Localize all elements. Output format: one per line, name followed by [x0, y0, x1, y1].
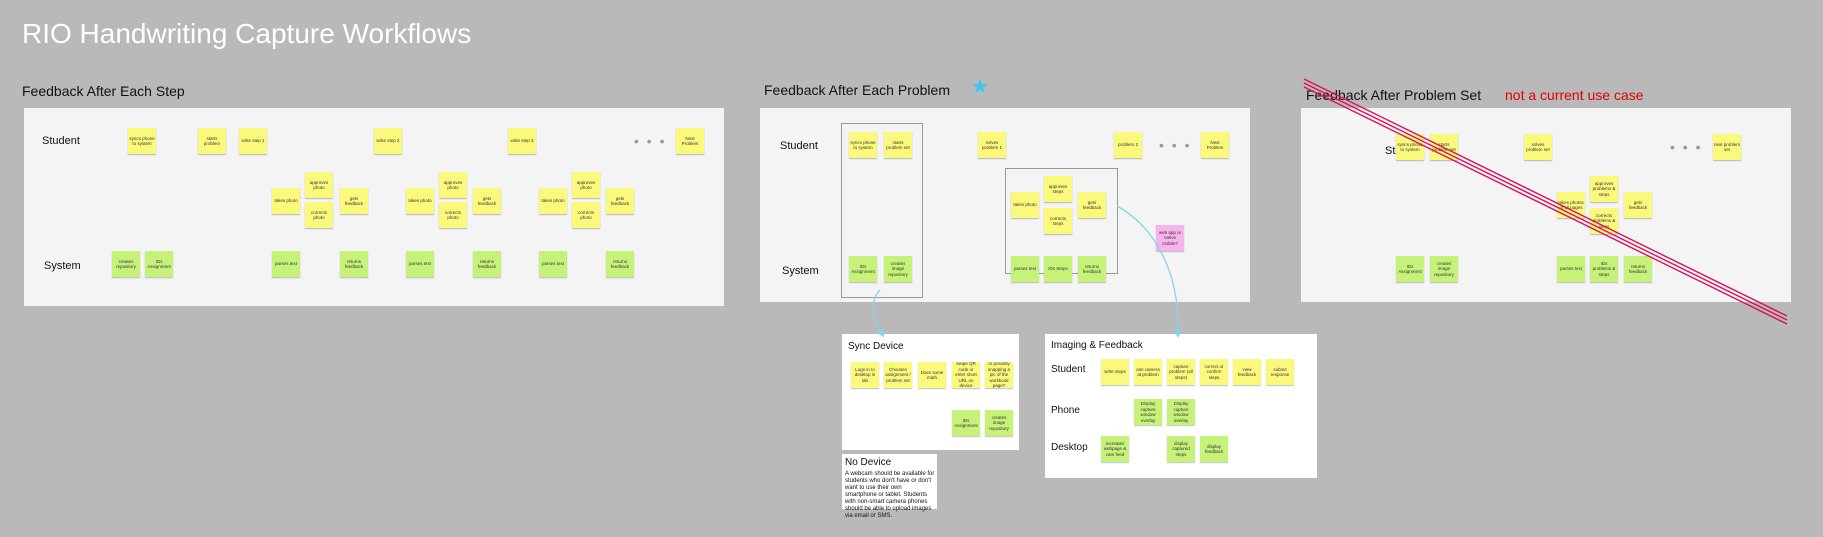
sticky-note[interactable]: IDs Assignment	[1396, 256, 1424, 282]
sticky-note[interactable]: gets feedback	[606, 188, 634, 214]
more-dots: • • •	[1159, 137, 1192, 153]
sticky-note[interactable]: Does some math	[918, 362, 946, 388]
sticky-note[interactable]: Next Problem	[1201, 132, 1229, 158]
sync-device-panel[interactable]: Sync Device Logs in to desktop in lab Ch…	[842, 334, 1019, 450]
sticky-note[interactable]: corrects photo	[572, 202, 600, 228]
sticky-note[interactable]: approves problems & steps	[1590, 176, 1618, 202]
frame-set-title: Feedback After Problem Set	[1306, 87, 1482, 103]
sticky-note[interactable]: capture problem (all steps)	[1167, 359, 1195, 385]
sticky-note[interactable]: IDs Steps	[1044, 256, 1072, 282]
sticky-note[interactable]: write step 3	[508, 128, 536, 154]
frame-set-annotation: not a current use case	[1505, 87, 1644, 103]
lane-label-phone: Phone	[1051, 405, 1080, 416]
sticky-note[interactable]: returns feedback	[340, 251, 368, 277]
sticky-note[interactable]: creates image repository	[884, 256, 912, 282]
sticky-note[interactable]: IDs Assignment	[849, 256, 877, 282]
sticky-note[interactable]: parses text	[539, 251, 567, 277]
sticky-note[interactable]: returns feedback	[606, 251, 634, 277]
lane-label-system: System	[782, 265, 819, 277]
sticky-note[interactable]: starts problem	[198, 128, 226, 154]
more-dots: • • •	[1670, 139, 1703, 155]
question-note[interactable]: web app or native mobile?	[1156, 225, 1184, 251]
sticky-note[interactable]: solves problem 1	[978, 132, 1006, 158]
sticky-note[interactable]: corrects photo	[439, 202, 467, 228]
sticky-note[interactable]: correct or confirm steps	[1200, 359, 1228, 385]
sticky-note[interactable]: Display capture window overlay	[1167, 399, 1195, 425]
sticky-note[interactable]: parses text	[1011, 256, 1039, 282]
sticky-note[interactable]: solves problem set	[1524, 134, 1552, 160]
sticky-note[interactable]: Display capture window overlay	[1134, 399, 1162, 425]
sticky-note[interactable]: Chooses assignment / problem set	[884, 362, 912, 388]
sticky-note[interactable]: syncs phone to system	[128, 128, 156, 154]
more-dots: • • •	[634, 133, 667, 149]
sticky-note[interactable]: aim camera at problem	[1134, 359, 1162, 385]
frame-step[interactable]: Student System syncs phone to system sta…	[24, 108, 724, 306]
no-device-text: A webcam should be available for student…	[845, 471, 935, 519]
frame-problem-title: Feedback After Each Problem	[764, 82, 950, 98]
sticky-note[interactable]: gets feedback	[1078, 192, 1106, 218]
sticky-note[interactable]: returns feedback	[473, 251, 501, 277]
sticky-note[interactable]: problem 2	[1114, 132, 1142, 158]
sticky-note[interactable]: Next Problem	[676, 128, 704, 154]
board-title: RIO Handwriting Capture Workflows	[22, 18, 472, 49]
sticky-note[interactable]: corrects steps	[1044, 208, 1072, 234]
sticky-note[interactable]: approves steps	[1044, 176, 1072, 202]
sticky-note[interactable]: takes photo	[1011, 192, 1039, 218]
sticky-note[interactable]: parses text	[1557, 256, 1585, 282]
sticky-note[interactable]: next problem set	[1713, 134, 1741, 160]
connector-to-sync	[872, 289, 885, 338]
sticky-note[interactable]: syncs phone to system	[849, 132, 877, 158]
sync-device-title: Sync Device	[848, 341, 904, 352]
sticky-note[interactable]: gets feedback	[1624, 192, 1652, 218]
sticky-note[interactable]: IDs problems & steps	[1590, 256, 1618, 282]
sticky-note[interactable]: takes photo	[406, 188, 434, 214]
sticky-note[interactable]: write steps	[1101, 359, 1129, 385]
sticky-note[interactable]: submit response	[1266, 359, 1294, 385]
sticky-note[interactable]: swipe QR code or enter short URL on devi…	[952, 362, 980, 388]
sticky-note[interactable]: returns feedback	[1624, 256, 1652, 282]
sticky-note[interactable]: gets feedback	[340, 188, 368, 214]
sticky-note[interactable]: IDs Assignment	[145, 251, 173, 277]
frame-step-title: Feedback After Each Step	[22, 83, 185, 99]
sticky-note[interactable]: approves photo	[572, 172, 600, 198]
sticky-note[interactable]: approves photo	[439, 172, 467, 198]
lane-label-student: Student	[780, 140, 818, 152]
sticky-note[interactable]: recreates webpage & cam feed	[1101, 436, 1129, 462]
sync-group-box	[841, 123, 923, 298]
no-device-panel[interactable]: No Device A webcam should be available f…	[842, 454, 937, 519]
frame-problem[interactable]: Student System syncs phone to system sta…	[760, 108, 1250, 302]
strike-through-line	[1303, 78, 1788, 325]
sticky-note[interactable]: creates image repository	[985, 410, 1013, 436]
sticky-note[interactable]: starts problem set	[884, 132, 912, 158]
lane-label-system: System	[44, 260, 81, 272]
sticky-note[interactable]: write step 2	[374, 128, 402, 154]
sticky-note[interactable]: Logs in to desktop in lab	[851, 362, 879, 388]
sticky-note[interactable]: corrects photo	[305, 202, 333, 228]
sticky-note[interactable]: IDs Assignment	[952, 410, 980, 436]
sticky-note[interactable]: takes photo	[539, 188, 567, 214]
imaging-title: Imaging & Feedback	[1051, 340, 1143, 351]
sticky-note[interactable]: takes photo	[272, 188, 300, 214]
sticky-note[interactable]: parses text	[406, 251, 434, 277]
sticky-note[interactable]: returns feedback	[1078, 256, 1106, 282]
lane-label-student: Student	[42, 135, 80, 147]
lane-label-desktop: Desktop	[1051, 442, 1088, 453]
sticky-note[interactable]: creates image repository	[1430, 256, 1458, 282]
sticky-note[interactable]: approves photo	[305, 172, 333, 198]
sticky-note[interactable]: write step 1	[239, 128, 267, 154]
lane-label-student: Student	[1051, 364, 1086, 375]
sticky-note[interactable]: parses text	[272, 251, 300, 277]
no-device-title: No Device	[845, 457, 892, 468]
sticky-note[interactable]: display captured steps	[1167, 436, 1195, 462]
connector-to-imaging	[1116, 205, 1183, 338]
sticky-note[interactable]: creates repository	[112, 251, 140, 277]
sticky-note[interactable]: display feedback	[1200, 436, 1228, 462]
sticky-note[interactable]: view feedback	[1233, 359, 1261, 385]
sticky-note[interactable]: gets feedback	[473, 188, 501, 214]
imaging-panel[interactable]: Imaging & Feedback Student Phone Desktop…	[1045, 334, 1317, 478]
sticky-note[interactable]: or possibly snapping a pic of the workbo…	[985, 362, 1013, 388]
star-icon: ★	[971, 76, 989, 98]
